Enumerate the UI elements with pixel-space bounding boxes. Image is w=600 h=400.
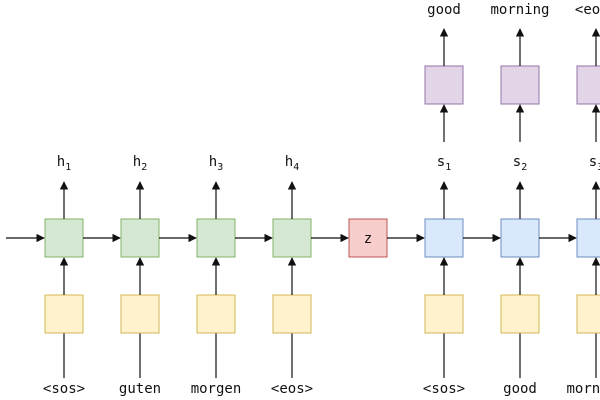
- embedding-box: [120, 294, 160, 334]
- encoder-input-token: morgen: [191, 381, 242, 397]
- decoder-hidden-label: s3: [589, 154, 600, 173]
- encoder-input-token: <eos>: [271, 381, 313, 397]
- encoder-cell: [196, 218, 236, 258]
- output-layer-box: [500, 65, 540, 105]
- context-vector-label: z: [364, 231, 372, 247]
- decoder-cell: [576, 218, 600, 258]
- decoder-hidden-label: s1: [437, 154, 451, 173]
- encoder-hidden-label: h1: [57, 154, 71, 173]
- embedding-box: [196, 294, 236, 334]
- encoder-cell: [272, 218, 312, 258]
- decoder-hidden-label: s2: [513, 154, 527, 173]
- encoder-input-token: <sos>: [43, 381, 85, 397]
- encoder-cell: [120, 218, 160, 258]
- decoder-cell: [500, 218, 540, 258]
- encoder: <sos> h1 guten h2 morgen h3 <eos> h4: [6, 154, 313, 397]
- encoder-cell: [44, 218, 84, 258]
- encoder-hidden-label: h3: [209, 154, 223, 173]
- output-layer-box: [576, 65, 600, 105]
- context: z: [311, 218, 425, 258]
- encoder-input-token: guten: [119, 381, 161, 397]
- embedding-box: [500, 294, 540, 334]
- output-layer-box: [424, 65, 464, 105]
- decoder-output-token: <eos>: [575, 2, 600, 18]
- decoder-cell: [424, 218, 464, 258]
- embedding-box: [272, 294, 312, 334]
- embedding-box: [576, 294, 600, 334]
- decoder-output-token: good: [427, 2, 461, 18]
- embedding-box: [424, 294, 464, 334]
- encoder-hidden-label: h2: [133, 154, 147, 173]
- encoder-hidden-label: h4: [285, 154, 299, 173]
- context-vector-box: [348, 218, 388, 258]
- embedding-box: [44, 294, 84, 334]
- decoder-input-token: <sos>: [423, 381, 465, 397]
- decoder-output-token: morning: [490, 2, 549, 18]
- decoder-input-token: morning: [566, 381, 600, 397]
- decoder-input-token: good: [503, 381, 537, 397]
- decoder: <sos> s1 good good s2 morning morning s3: [423, 2, 600, 397]
